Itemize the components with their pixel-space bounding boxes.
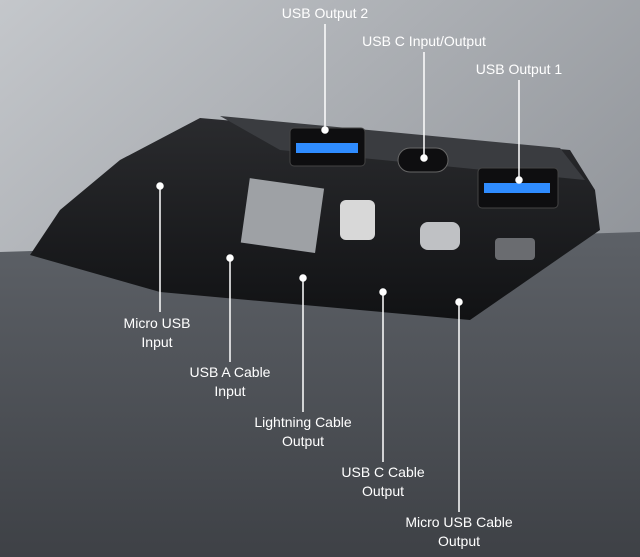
label-usb-c-io: USB C Input/Output bbox=[362, 33, 486, 49]
label-micro-usb-input: Micro USB Input bbox=[124, 314, 191, 352]
line-2: Input bbox=[141, 334, 173, 350]
line-1: Lightning Cable bbox=[254, 414, 352, 430]
usb-output-1-blue bbox=[484, 183, 550, 193]
label-usb-output-2: USB Output 2 bbox=[281, 5, 369, 21]
usb-c-plug bbox=[420, 222, 460, 250]
line-2: Output bbox=[281, 433, 325, 449]
line-2: Input bbox=[214, 383, 246, 399]
callout-lines bbox=[156, 24, 523, 512]
label-usb-output-1: USB Output 1 bbox=[475, 61, 563, 77]
line-1: Micro USB Cable bbox=[405, 514, 513, 530]
line-1: USB C Cable bbox=[341, 464, 425, 480]
line-1: Micro USB bbox=[123, 315, 191, 331]
usb-a-cable-plug bbox=[240, 178, 325, 253]
line-2: Output bbox=[361, 483, 405, 499]
usb-output-2-blue bbox=[296, 143, 358, 153]
lightning-plug bbox=[340, 200, 375, 240]
table-surface bbox=[0, 232, 640, 557]
line-2: Output bbox=[437, 533, 481, 549]
micro-usb-plug bbox=[495, 238, 535, 260]
line-1: USB A Cable bbox=[189, 364, 271, 380]
